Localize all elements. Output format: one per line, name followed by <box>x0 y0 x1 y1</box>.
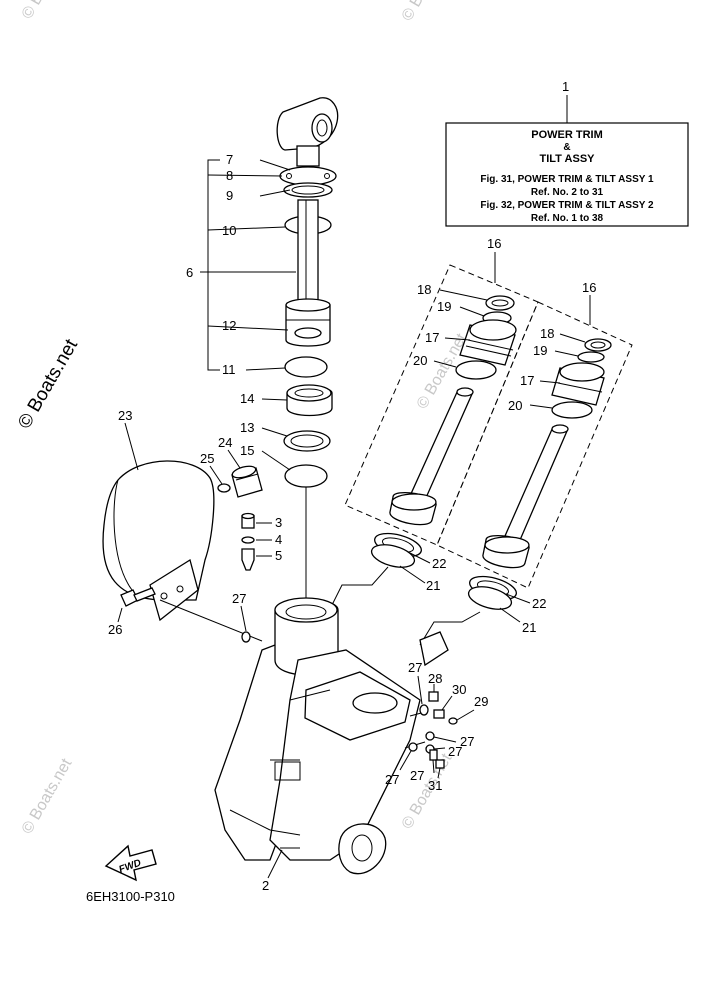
callout-23: 23 <box>118 408 132 423</box>
seal-set <box>261 384 333 600</box>
callout-25: 25 <box>200 451 214 466</box>
callout-2: 2 <box>262 878 269 893</box>
fwd-arrow-icon: FWD <box>104 844 157 882</box>
callout-12: 12 <box>222 318 236 333</box>
figure-code: 6EH3100-P310 <box>86 889 175 904</box>
callout-5: 5 <box>275 548 282 563</box>
callout-19b: 19 <box>533 343 547 358</box>
callout-labels: 1 2 3 4 5 6 7 8 9 10 11 12 13 14 15 16 1… <box>108 79 596 893</box>
legend-box: POWER TRIM & TILT ASSY Fig. 31, POWER TR… <box>445 95 689 227</box>
callout-20a: 20 <box>413 353 427 368</box>
callout-8: 8 <box>226 168 233 183</box>
callout-22a: 22 <box>432 556 446 571</box>
callout-10: 10 <box>222 223 236 238</box>
cover-and-small-parts <box>102 422 272 643</box>
watermark-main: © Boats.net <box>14 335 82 432</box>
callout-19a: 19 <box>437 299 451 314</box>
callout-15: 15 <box>240 443 254 458</box>
callout-17a: 17 <box>425 330 439 345</box>
callout-18b: 18 <box>540 326 554 341</box>
watermark-bottom-left: © Boats.net <box>19 755 76 837</box>
callout-28: 28 <box>428 671 442 686</box>
legend-ref-2: Ref. No. 2 to 31 <box>531 187 604 198</box>
callout-14: 14 <box>240 391 254 406</box>
valve-small-parts <box>399 675 475 779</box>
legend-ref-4: Ref. No. 1 to 38 <box>531 213 604 224</box>
callout-26: 26 <box>108 622 122 637</box>
callout-18a: 18 <box>417 282 431 297</box>
callout-27b: 27 <box>408 660 422 675</box>
watermark-top-right: © Boats.net <box>399 0 456 24</box>
callout-22b: 22 <box>532 596 546 611</box>
legend-ref-3: Fig. 32, POWER TRIM & TILT ASSY 2 <box>480 200 654 211</box>
callout-21b: 21 <box>522 620 536 635</box>
callout-27a: 27 <box>232 591 246 606</box>
legend-title-2: & <box>563 142 570 153</box>
legend-title-1: POWER TRIM <box>531 129 603 141</box>
callout-27f: 27 <box>410 768 424 783</box>
callout-13: 13 <box>240 420 254 435</box>
tilt-rod-assembly <box>200 97 339 378</box>
callout-7: 7 <box>226 152 233 167</box>
watermark-top-left: © Boats.net <box>19 0 76 22</box>
callout-27e: 27 <box>385 772 399 787</box>
callout-6: 6 <box>186 265 193 280</box>
callout-20b: 20 <box>508 398 522 413</box>
callout-30: 30 <box>452 682 466 697</box>
callout-9: 9 <box>226 188 233 203</box>
callout-27c: 27 <box>460 734 474 749</box>
callout-27d: 27 <box>448 744 462 759</box>
callout-17b: 17 <box>520 373 534 388</box>
callout-4: 4 <box>275 532 282 547</box>
callout-16a: 16 <box>487 236 501 251</box>
legend-ref-1: Fig. 31, POWER TRIM & TILT ASSY 1 <box>480 174 654 185</box>
callout-24: 24 <box>218 435 232 450</box>
callout-31: 31 <box>428 778 442 793</box>
callout-16b: 16 <box>582 280 596 295</box>
legend-title-3: TILT ASSY <box>540 153 596 165</box>
legend-frame <box>445 122 689 227</box>
trim-cylinder-groups <box>331 252 633 646</box>
callout-11: 11 <box>222 362 236 377</box>
callout-29: 29 <box>474 694 488 709</box>
callout-21a: 21 <box>426 578 440 593</box>
callout-3: 3 <box>275 515 282 530</box>
main-housing <box>214 597 449 879</box>
callout-1: 1 <box>562 79 569 94</box>
